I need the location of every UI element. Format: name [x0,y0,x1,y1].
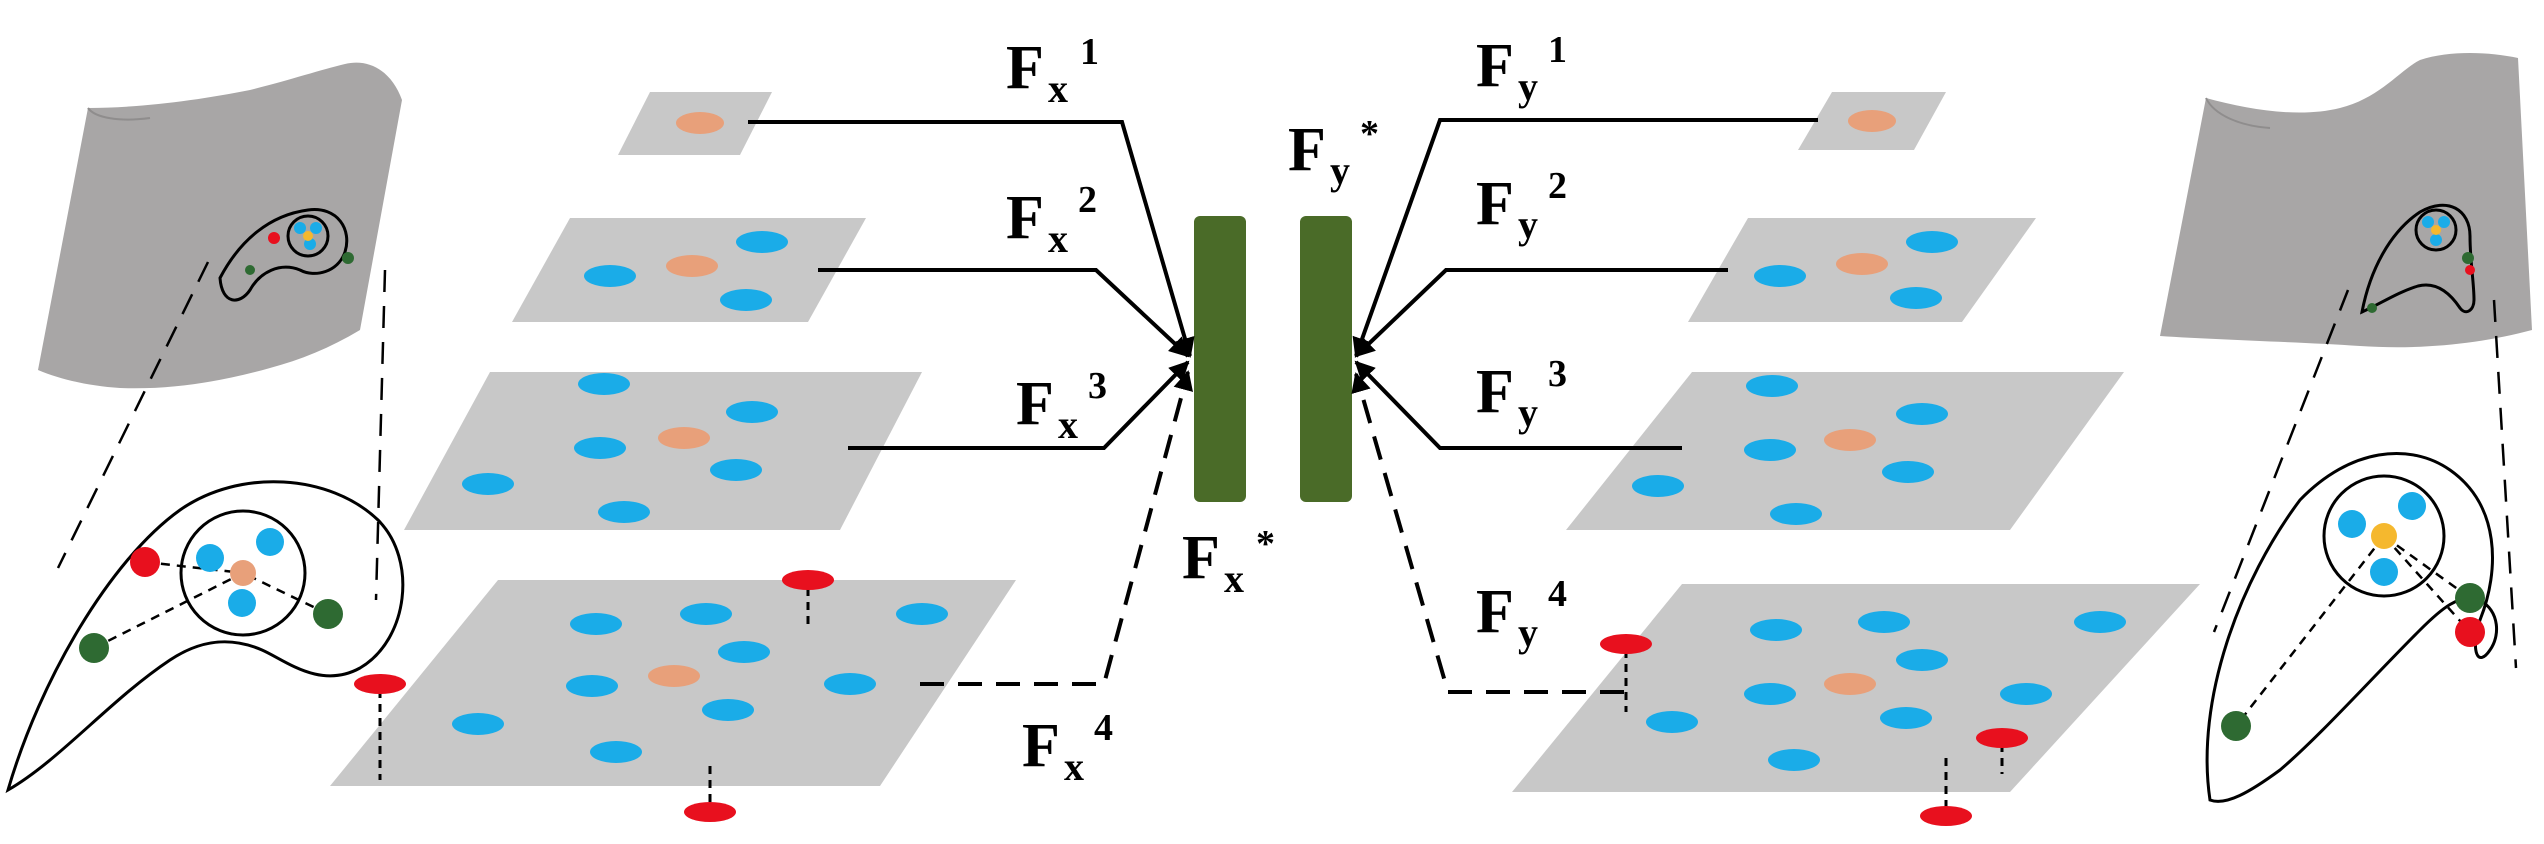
left-zoomed-neighborhood [5,480,405,794]
fusion-block-x [1194,216,1246,502]
fusion-block-y [1300,216,1352,502]
svg-text:F: F [1006,34,1044,102]
left-plane-3 [404,372,922,530]
svg-text:2: 2 [1078,179,1097,221]
right-plane-1 [1798,92,1946,150]
svg-text:F: F [1476,578,1514,646]
svg-text:y: y [1518,390,1538,435]
svg-text:1: 1 [1548,29,1567,71]
svg-text:F: F [1182,524,1220,592]
right-plane-2 [1688,218,2036,322]
svg-text:F: F [1476,32,1514,100]
right-plane-4 [1512,584,2200,792]
svg-text:x: x [1058,402,1078,447]
svg-text:y: y [1330,148,1350,193]
label-fy3: F y 3 [1476,353,1567,435]
label-fx1: F x 1 [1006,31,1099,111]
svg-text:4: 4 [1548,573,1567,615]
label-fxstar: F x * [1182,523,1275,601]
svg-text:x: x [1224,556,1244,601]
svg-text:x: x [1048,66,1068,111]
left-plane-1 [618,92,772,155]
svg-text:F: F [1006,184,1044,252]
svg-text:1: 1 [1080,31,1099,73]
svg-text:y: y [1518,202,1538,247]
svg-text:F: F [1476,358,1514,426]
label-fystar: F y * [1288,113,1379,193]
label-fx3: F x 3 [1016,365,1107,447]
label-fx2: F x 2 [1006,179,1097,261]
svg-text:F: F [1476,170,1514,238]
right-plane-3 [1566,372,2124,530]
svg-text:4: 4 [1094,707,1113,749]
arrows-left [748,120,1195,686]
svg-text:3: 3 [1548,353,1567,395]
svg-text:*: * [1256,523,1275,565]
right-zoomed-neighborhood [2205,452,2499,803]
label-fy2: F y 2 [1476,165,1567,247]
svg-text:*: * [1360,113,1379,155]
label-fy1: F y 1 [1476,29,1567,109]
label-fy4: F y 4 [1476,573,1567,655]
left-manifold-surface [38,62,402,389]
svg-text:x: x [1064,744,1084,789]
svg-text:F: F [1016,370,1054,438]
right-manifold-surface [2160,53,2532,348]
svg-text:2: 2 [1548,165,1567,207]
label-fx4: F x 4 [1022,707,1113,789]
left-outlier-pins [354,570,834,822]
left-plane-4 [330,580,1016,786]
arrows-right [1351,118,1818,694]
svg-text:F: F [1288,116,1326,184]
svg-text:x: x [1048,216,1068,261]
svg-text:y: y [1518,610,1538,655]
svg-text:3: 3 [1088,365,1107,407]
right-outlier-pins [1600,634,2028,826]
svg-text:F: F [1022,712,1060,780]
left-plane-2 [512,218,866,322]
svg-text:y: y [1518,64,1538,109]
